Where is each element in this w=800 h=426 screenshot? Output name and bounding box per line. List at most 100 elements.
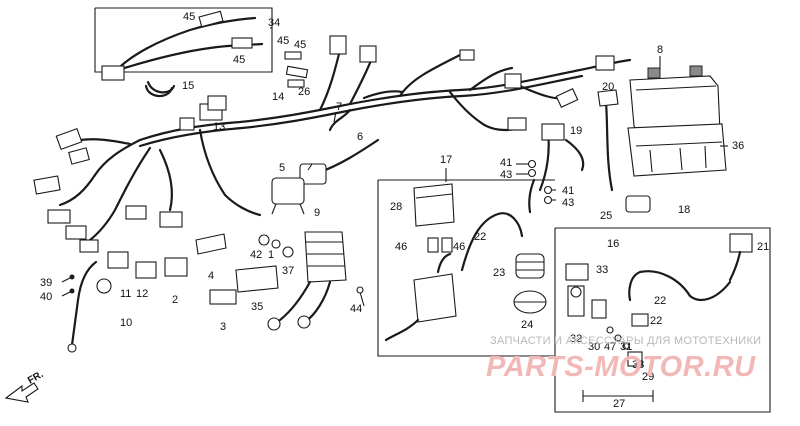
label-27: 27 xyxy=(613,398,625,410)
group-box-17 xyxy=(377,179,555,357)
group-box-27 xyxy=(582,390,654,402)
label-41-a: 41 xyxy=(500,157,512,169)
module-4 xyxy=(195,233,227,255)
connector-3 xyxy=(209,289,237,305)
label-3: 3 xyxy=(220,321,226,333)
label-45-c: 45 xyxy=(277,35,289,47)
label-45-b: 45 xyxy=(233,54,245,66)
watermark-brand: PARTS-MOTOR.RU xyxy=(486,351,756,383)
watermark: ЗАПЧАСТИ И АКСЕССУАРЫ ДЛЯ МОТОТЕХНИКИ PA… xyxy=(486,335,761,383)
label-25: 25 xyxy=(600,210,612,222)
label-20: 20 xyxy=(602,81,614,93)
label-46-a: 46 xyxy=(395,241,407,253)
label-33: 33 xyxy=(596,264,608,276)
label-15: 15 xyxy=(182,80,194,92)
sensor-32 xyxy=(567,285,585,317)
label-45-a: 45 xyxy=(183,11,195,23)
battery-8 xyxy=(629,65,721,137)
label-22-a: 22 xyxy=(474,231,486,243)
relay-33 xyxy=(565,263,589,281)
connector-21 xyxy=(728,233,753,282)
label-35: 35 xyxy=(251,301,263,313)
label-41-b: 41 xyxy=(562,185,574,197)
label-45-d: 45 xyxy=(294,39,306,51)
hose-7 xyxy=(328,90,404,132)
label-39: 39 xyxy=(40,277,52,289)
label-21: 21 xyxy=(757,241,769,253)
connector-13 xyxy=(207,95,227,111)
label-5: 5 xyxy=(279,162,285,174)
regulator-9 xyxy=(267,231,347,331)
label-7: 7 xyxy=(336,101,342,113)
bolts-41-43 xyxy=(527,159,553,205)
label-16: 16 xyxy=(607,238,619,250)
label-10: 10 xyxy=(120,317,132,329)
label-22-b: 22 xyxy=(654,295,666,307)
connector-2 xyxy=(164,257,188,277)
label-13: 13 xyxy=(213,121,225,133)
clamp-24 xyxy=(513,290,547,314)
main-wire-harness xyxy=(58,48,632,242)
label-30: 30 xyxy=(588,341,600,353)
battery-box-36 xyxy=(627,123,727,177)
label-43-b: 43 xyxy=(562,197,574,209)
wire-10 xyxy=(67,260,112,353)
label-19: 19 xyxy=(570,125,582,137)
label-8: 8 xyxy=(657,44,663,56)
left-connectors xyxy=(33,103,223,253)
label-47: 47 xyxy=(604,341,616,353)
cable-6 xyxy=(299,138,380,185)
label-2: 2 xyxy=(172,294,178,306)
label-17: 17 xyxy=(440,154,452,166)
label-34: 34 xyxy=(268,17,280,29)
label-28: 28 xyxy=(390,201,402,213)
connector-11-12 xyxy=(107,251,157,279)
label-31: 31 xyxy=(620,341,632,353)
label-29: 29 xyxy=(642,371,654,383)
label-44: 44 xyxy=(350,303,362,315)
fuse-box-28 xyxy=(413,183,455,227)
label-26: 26 xyxy=(298,86,310,98)
label-43-a: 43 xyxy=(500,169,512,181)
watermark-caption: ЗАПЧАСТИ И АКСЕССУАРЫ ДЛЯ МОТОТЕХНИКИ xyxy=(490,335,761,347)
bolts-39-40 xyxy=(61,274,75,297)
grommets-42-37 xyxy=(258,234,294,258)
label-37: 37 xyxy=(282,265,294,277)
label-12: 12 xyxy=(136,288,148,300)
terminals-26-45 xyxy=(284,35,377,88)
label-46-b: 46 xyxy=(453,241,465,253)
wire-22-17 xyxy=(460,123,585,272)
label-4: 4 xyxy=(208,270,214,282)
leader-lines xyxy=(270,27,728,201)
wire-16 xyxy=(628,270,732,302)
label-32: 32 xyxy=(570,333,582,345)
label-23: 23 xyxy=(493,267,505,279)
front-arrow-icon: FR. xyxy=(4,369,46,403)
label-40: 40 xyxy=(40,291,52,303)
clip-15 xyxy=(144,84,174,98)
label-18: 18 xyxy=(678,204,690,216)
label-11: 11 xyxy=(120,288,131,300)
sub-harness-34 xyxy=(101,10,264,94)
switch-parts xyxy=(591,299,649,367)
label-36: 36 xyxy=(732,140,744,152)
relay-5 xyxy=(271,177,305,215)
label-14: 14 xyxy=(272,91,284,103)
label-42: 42 xyxy=(250,249,262,261)
front-indicator-label: FR. xyxy=(26,369,46,387)
label-9: 9 xyxy=(314,207,320,219)
group-box-16 xyxy=(554,227,771,413)
cdi-unit xyxy=(384,252,457,342)
module-35 xyxy=(235,265,279,293)
label-1: 1 xyxy=(268,249,274,261)
label-6: 6 xyxy=(357,131,363,143)
label-38: 38 xyxy=(632,359,644,371)
label-22-c: 22 xyxy=(650,315,662,327)
part-labels: 34 45 45 45 45 26 15 14 13 7 6 5 9 8 20 … xyxy=(40,11,769,410)
label-24: 24 xyxy=(521,319,533,331)
horn-23 xyxy=(515,253,545,279)
bolt-44 xyxy=(356,286,365,307)
right-connectors xyxy=(459,49,615,131)
fuses-46 xyxy=(427,237,453,253)
